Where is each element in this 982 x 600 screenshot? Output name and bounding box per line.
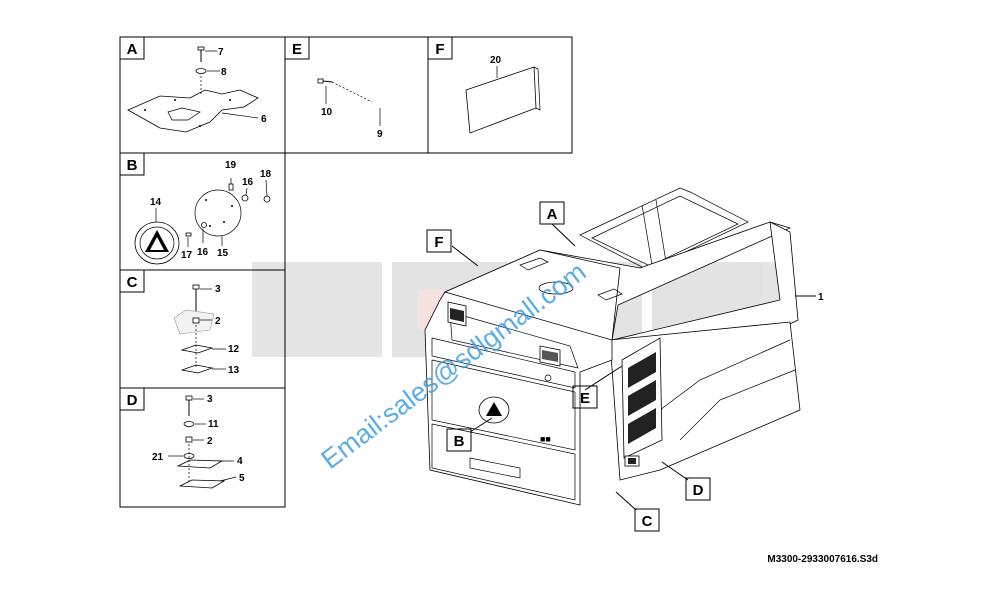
part-number-3-d: 3 [207,394,213,405]
part-number-16-lower: 16 [197,247,209,258]
drawing-code: M3300-2933007616.S3d [767,554,878,565]
part-number-20: 20 [490,55,502,66]
panel-d-drawing [168,395,237,489]
part-number-11: 11 [208,419,219,430]
part-number-17: 17 [181,250,193,261]
svg-text:B: B [454,433,465,450]
panel-label-e: E [284,36,310,60]
callout-a: A [539,201,565,225]
svg-text:F: F [435,41,444,58]
svg-text:D: D [693,482,704,499]
callout-e: E [572,385,598,409]
panel-e-drawing [317,48,386,126]
part-number-3-c: 3 [215,284,221,295]
callout-c: C [634,508,660,532]
callout-f: F [426,229,452,253]
part-number-13: 13 [228,365,240,376]
part-number-12: 12 [228,344,240,355]
panel-label-b: B [119,152,145,176]
svg-text:D: D [127,392,138,409]
svg-text:F: F [434,234,443,251]
hood-assembly-drawing: ■■ [424,187,801,506]
panel-label-f: F [427,36,453,60]
panel-b-drawing [134,178,271,265]
part-number-15: 15 [217,248,229,259]
svg-text:A: A [547,206,558,223]
part-number-2-c: 2 [215,316,221,327]
part-number-2-d: 2 [207,436,213,447]
part-number-18: 18 [260,169,272,180]
panel-label-d: D [119,387,145,411]
svg-text:E: E [580,390,590,407]
part-number-14: 14 [150,197,162,208]
svg-text:E: E [292,41,302,58]
part-number-4: 4 [237,456,243,467]
svg-text:C: C [127,274,138,291]
callout-leader-lines [451,223,816,511]
part-number-21: 21 [152,452,164,463]
part-number-5: 5 [239,473,245,484]
svg-text:■■: ■■ [540,434,551,444]
callout-d: D [685,477,711,501]
svg-text:B: B [127,157,138,174]
panel-a-drawing [127,46,259,133]
part-number-16-upper: 16 [242,177,254,188]
panel-c-drawing [173,284,226,374]
panel-label-a: A [119,36,145,60]
part-number-19: 19 [225,160,237,171]
part-number-7: 7 [218,47,224,58]
part-number-1: 1 [818,292,824,303]
part-number-8: 8 [221,67,227,78]
svg-text:C: C [642,513,653,530]
part-number-10: 10 [321,107,333,118]
part-number-6: 6 [261,114,267,125]
part-number-9: 9 [377,129,383,140]
panel-f-drawing [465,66,541,134]
callout-b: B [446,428,472,452]
panel-label-c: C [119,269,145,293]
svg-text:A: A [127,41,138,58]
